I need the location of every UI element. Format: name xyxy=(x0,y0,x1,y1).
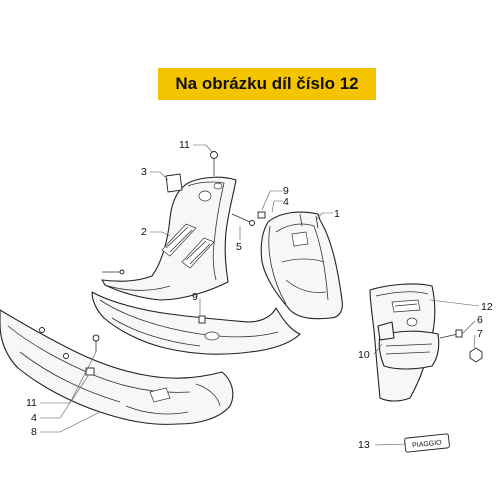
fastener-left-1 xyxy=(39,327,45,333)
glove-box-cover xyxy=(369,283,440,402)
screw-5 xyxy=(231,213,255,226)
callout-11-left: 11 xyxy=(26,397,37,409)
fastener-left-3 xyxy=(119,269,125,275)
callout-labels: 11 3 2 5 9 4 1 9 12 6 7 10 11 4 8 13 xyxy=(26,139,493,451)
side-panel-left xyxy=(0,309,234,425)
callout-9-top: 9 xyxy=(283,185,289,197)
fastener-left-2 xyxy=(63,353,69,359)
callout-9-center: 9 xyxy=(192,291,198,303)
part-number-banner: Na obrázku díl číslo 12 xyxy=(158,68,376,100)
bolt-6 xyxy=(439,329,463,339)
callout-12: 12 xyxy=(481,301,493,313)
screw-11-left xyxy=(92,334,100,352)
nut-4-upper xyxy=(257,211,266,219)
screw-11-top xyxy=(210,151,218,176)
callout-4-top: 4 xyxy=(283,196,289,208)
callout-10: 10 xyxy=(358,349,370,361)
banner-text: Na obrázku díl číslo 12 xyxy=(175,74,359,93)
callout-2: 2 xyxy=(141,226,147,238)
clip-9-center xyxy=(198,315,206,324)
callout-3: 3 xyxy=(141,166,147,178)
leg-shield-inner xyxy=(101,176,237,301)
lower-frame-cover xyxy=(91,291,301,355)
clip-part-3 xyxy=(165,173,183,193)
callout-4-left: 4 xyxy=(31,412,37,424)
callout-6: 6 xyxy=(477,314,483,326)
nut-7 xyxy=(469,347,483,363)
badge-text: PIAGGIO xyxy=(412,439,443,449)
callout-5: 5 xyxy=(236,241,242,253)
callout-8: 8 xyxy=(31,426,37,438)
front-shield xyxy=(260,211,343,320)
leader-lines xyxy=(40,144,480,446)
callout-7: 7 xyxy=(477,328,483,340)
callout-1: 1 xyxy=(334,208,340,220)
callout-13: 13 xyxy=(358,439,370,451)
callout-11-top: 11 xyxy=(179,139,190,151)
piaggio-badge: PIAGGIO xyxy=(404,433,450,453)
